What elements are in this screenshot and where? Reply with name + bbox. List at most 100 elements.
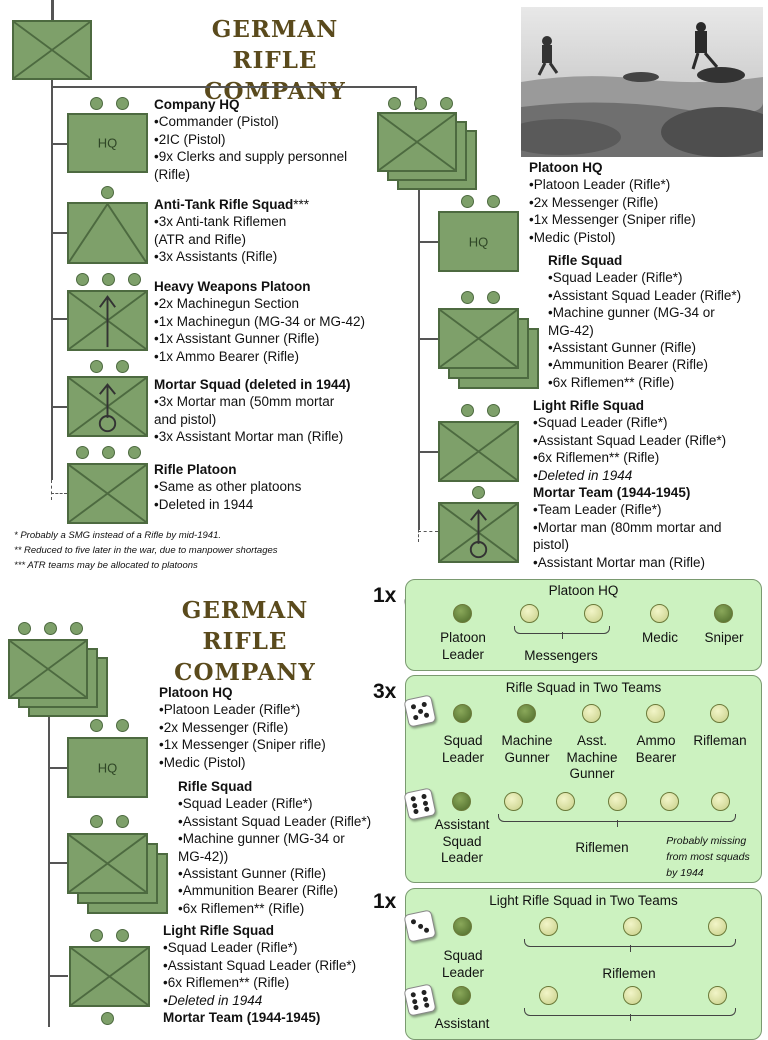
figure-rifleman [623, 917, 642, 936]
machinegun-unit-icon [67, 290, 148, 351]
tree-line-h [51, 86, 416, 88]
b-platoon-hq-heading: Platoon HQ [159, 685, 233, 700]
note-missing: Probably missing from most squads by 194… [666, 833, 749, 881]
label-text: Platoon Leader [440, 630, 486, 662]
line: •Commander (Pistol) [154, 114, 279, 130]
line: •Platoon Leader (Rifle*) [159, 702, 301, 718]
tree-line [51, 80, 53, 480]
light-squad-text: Light Rifle Squad •Squad Leader (Rifle*)… [533, 397, 726, 571]
rifle-squad-heading: Rifle Squad [548, 253, 623, 268]
label-text: Messengers [524, 648, 598, 663]
line: MG-42)) [178, 848, 229, 864]
label-text: Squad Leader [441, 733, 485, 765]
title-line-2: RIFLE COMPANY [204, 47, 346, 105]
line: •1x Ammo Bearer (Rifle) [154, 348, 300, 364]
label-assistant: Assistant [435, 1016, 490, 1033]
branch [51, 493, 67, 494]
riflemen-brace [524, 1008, 736, 1021]
branch [418, 451, 438, 453]
tree-line [48, 717, 50, 1027]
line: •Deleted in 1944 [154, 496, 254, 512]
rifle-squad-panel: Rifle Squad in Two Teams Squad Leader Ma… [405, 675, 762, 883]
label-text: Squad Leader [441, 948, 485, 980]
hw-heading: Heavy Weapons Platoon [154, 279, 311, 294]
line: •Squad Leader (Rifle*) [163, 940, 298, 956]
line: •Machine gunner (MG-34 or [178, 831, 345, 847]
b-platoon-hq-text: Platoon HQ •Platoon Leader (Rifle*) •2x … [159, 684, 326, 771]
b-platoon-hq-unit-icon: HQ [67, 737, 148, 798]
figure-rifleman [711, 792, 730, 811]
at-squad-text: Anti-Tank Rifle Squad*** •3x Anti-tank R… [154, 196, 309, 266]
label-messengers: Messengers [524, 648, 598, 665]
line: •1x Assistant Gunner (Rifle) [154, 331, 320, 347]
d6-die-icon [403, 787, 437, 821]
line: •Squad Leader (Rifle*) [548, 270, 683, 286]
line: •Squad Leader (Rifle*) [178, 796, 313, 812]
company-hq-text: Company HQ •Commander (Pistol) •2IC (Pis… [154, 96, 347, 183]
figure-rifleman [608, 792, 627, 811]
footnote: ** Reduced to five later in the war, due… [14, 545, 278, 556]
panel-title: Rifle Squad in Two Teams [505, 680, 662, 695]
company-hq-dots [90, 97, 129, 110]
line: •6x Riflemen** (Rifle) [533, 450, 660, 466]
branch [48, 767, 68, 769]
line: •Ammunition Bearer (Rifle) [178, 883, 339, 899]
label-rifleman: Rifleman [693, 733, 746, 750]
figure-rifleman [708, 917, 727, 936]
line: (ATR and Rifle) [154, 231, 247, 247]
line: •6x Riflemen** (Rifle) [178, 900, 305, 916]
branch [51, 143, 67, 145]
panel-3-multiplier: 1x [373, 890, 397, 913]
line: •Mortar man (80mm mortar and [533, 519, 722, 535]
label-squad-leader: Squad Leader [442, 733, 484, 766]
label-ammo-bearer: Ammo Bearer [636, 733, 677, 766]
rs-dots [461, 291, 500, 304]
line: •2x Machinegun Section [154, 296, 300, 312]
tree-line [418, 190, 420, 530]
rp-heading: Rifle Platoon [154, 462, 237, 477]
label-text: Assistant Squad Leader [434, 817, 490, 865]
rp-text: Rifle Platoon •Same as other platoons •D… [154, 461, 301, 513]
line: •2IC (Pistol) [154, 131, 226, 147]
title-line-2: RIFLE COMPANY [174, 628, 316, 686]
anti-tank-unit-icon [67, 202, 148, 264]
mortar-unit-icon [67, 376, 148, 437]
hq-label: HQ [97, 760, 118, 775]
figure-squad-leader [453, 704, 472, 723]
rifle-squad-text: Rifle Squad •Squad Leader (Rifle*) •Assi… [548, 252, 741, 391]
line: •Same as other platoons [154, 479, 302, 495]
branch [418, 241, 438, 243]
platoon-unit-icon [377, 112, 457, 172]
b-ls-dots [90, 929, 129, 942]
figure-rifleman [539, 986, 558, 1005]
label-text: Machine Gunner [501, 733, 553, 765]
b-platoon-dots [18, 622, 83, 635]
b-mt-dots [101, 1012, 114, 1025]
mortar-team-heading: Mortar Team (1944-1945) [533, 485, 691, 501]
platoon-hq-text: Platoon HQ •Platoon Leader (Rifle*) •2x … [529, 159, 696, 246]
label-squad-leader: Squad Leader [442, 948, 484, 981]
at-squad-dots [101, 186, 114, 199]
label-machine-gunner: Machine Gunner [501, 733, 552, 766]
b-mortar-team-heading: Mortar Team (1944-1945) [163, 1010, 321, 1026]
tree-dash [51, 480, 52, 500]
figure-rifleman [710, 704, 729, 723]
b-rs-dots [90, 815, 129, 828]
label-text: Asst. Machine Gunner [566, 733, 618, 781]
mt-dots [472, 486, 485, 499]
line: •Team Leader (Rifle*) [533, 502, 662, 518]
line: (Rifle) [154, 166, 190, 182]
footnotes: * Probably a SMG instead of a Rifle by m… [14, 528, 278, 573]
phq-dots [461, 195, 500, 208]
label-text: Riflemen [602, 966, 656, 981]
branch [418, 531, 438, 532]
footnote-mark: *** [293, 197, 310, 212]
line: •Squad Leader (Rifle*) [533, 415, 668, 431]
b-light-squad-heading: Light Rifle Squad [163, 923, 274, 938]
line: and pistol) [154, 411, 217, 427]
line: •1x Machinegun (MG-34 or MG-42) [154, 313, 366, 329]
panel-title: Platoon HQ [548, 583, 619, 598]
d6-die-icon [403, 694, 437, 728]
d6-die-icon [403, 983, 437, 1017]
figure-assistant-squad-leader [452, 792, 471, 811]
